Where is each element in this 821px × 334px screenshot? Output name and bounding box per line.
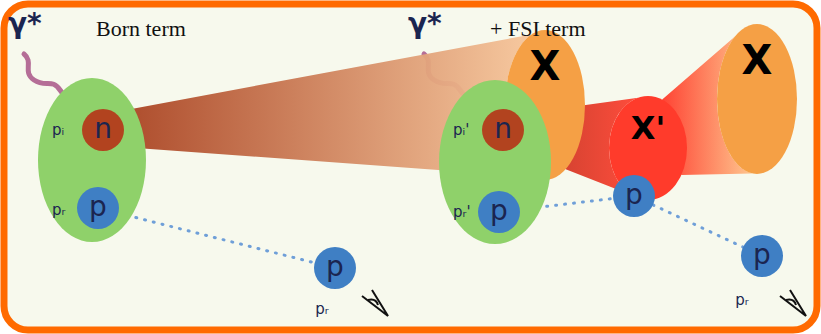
proton-circle: p xyxy=(478,191,520,233)
shape-fill xyxy=(82,109,124,151)
particle-label: p xyxy=(753,241,771,269)
rescattered-proton-circle: p xyxy=(613,175,655,217)
term-title: Born term xyxy=(96,18,186,40)
momentum-label: pᵣ' xyxy=(453,205,471,220)
shape-fill xyxy=(741,235,783,277)
neutron-circle: n xyxy=(482,109,524,151)
shape-fill xyxy=(482,109,524,151)
proton-circle: p xyxy=(77,187,119,229)
shape-fill xyxy=(478,191,520,233)
detector-arc xyxy=(368,300,378,305)
detector-symbol xyxy=(362,290,388,316)
particle-label: X' xyxy=(631,112,665,144)
momentum-label: pᵢ' xyxy=(453,123,469,138)
momentum-label: pᵣ xyxy=(735,293,748,308)
shape-fill xyxy=(38,78,146,242)
shape-fill xyxy=(314,247,356,289)
deuteron-ellipse: pᵢ' pᵣ' n p xyxy=(439,80,551,244)
particle-label: n xyxy=(494,115,512,143)
momentum-label: pᵣ xyxy=(315,302,328,317)
neutron-circle: n xyxy=(82,109,124,151)
particle-label: n xyxy=(94,115,112,143)
frame xyxy=(4,4,817,330)
detected-proton-circle: ppᵣ xyxy=(741,235,783,277)
detected-proton-circle: ppᵣ xyxy=(314,247,356,289)
shape-fill xyxy=(717,24,797,174)
particle-label: p xyxy=(625,181,643,209)
particle-label: p xyxy=(89,193,107,221)
shape-fill xyxy=(439,80,551,244)
dotted-connector xyxy=(653,205,743,247)
detector-symbol xyxy=(780,290,806,316)
photon-label: γ* xyxy=(8,10,42,38)
particle-label: X xyxy=(530,46,561,86)
dotted-connector xyxy=(118,213,314,263)
detector-cone xyxy=(362,290,388,316)
particle-label: p xyxy=(326,253,344,281)
final-state-ellipse: X xyxy=(717,24,797,174)
term-title: + FSI term xyxy=(490,18,586,40)
particle-label: X xyxy=(742,40,773,80)
photon-label: γ* xyxy=(408,10,442,38)
momentum-label: pᵣ xyxy=(52,203,65,218)
shape-fill xyxy=(613,175,655,217)
detector-cone xyxy=(780,290,806,316)
deuteron-ellipse: pᵢ pᵣ n p xyxy=(38,78,146,242)
shape-fill xyxy=(77,187,119,229)
momentum-label: pᵢ xyxy=(52,123,64,138)
detector-arc xyxy=(786,300,796,305)
particle-label: p xyxy=(490,197,508,225)
